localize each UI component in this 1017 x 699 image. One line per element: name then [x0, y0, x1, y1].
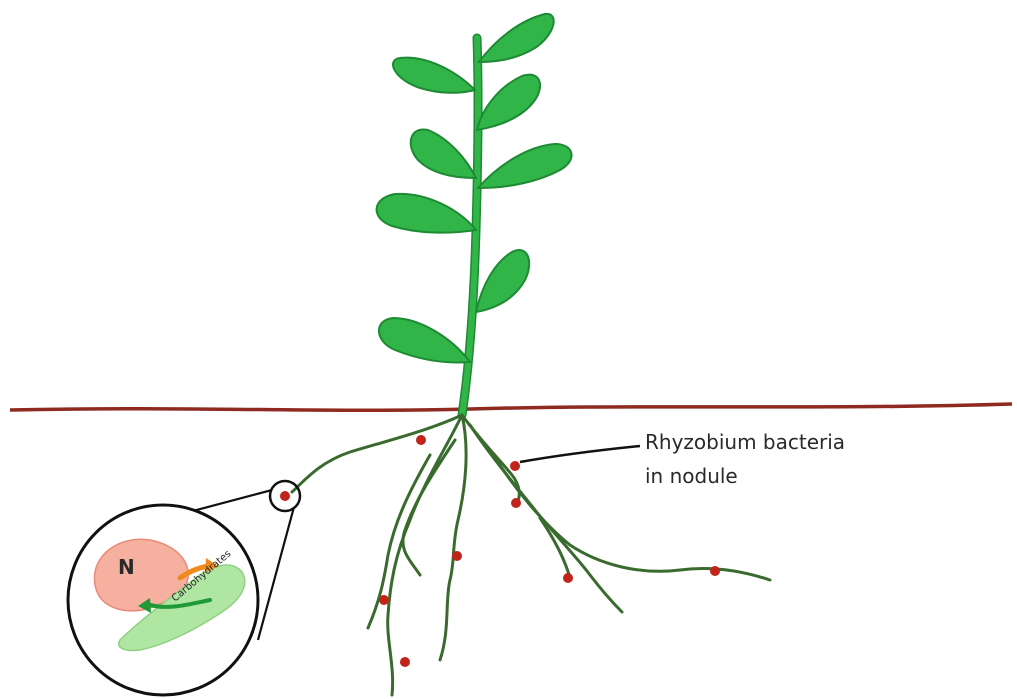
leaf-icon: [393, 58, 475, 93]
callout-label-line2: in nodule: [645, 464, 738, 488]
nodule-icon: [563, 573, 573, 583]
magnifier-connector-bottom: [258, 507, 294, 640]
root-branch-center-left: [388, 415, 462, 695]
leaf-icon: [411, 129, 476, 178]
nodule-icon: [280, 491, 290, 501]
callout-leader-line: [520, 446, 640, 462]
nodule-icon: [452, 551, 462, 561]
element-symbol-label: N: [118, 555, 135, 579]
leaf-icon: [479, 14, 554, 62]
nodule-icon: [510, 461, 520, 471]
nodule-icon: [379, 595, 389, 605]
root-branch-right-4: [540, 518, 570, 578]
nodule-icon: [416, 435, 426, 445]
leaf-icon: [478, 144, 572, 188]
nodule-icon: [511, 498, 521, 508]
leaf-icon: [476, 250, 529, 312]
plant-roots: [292, 415, 770, 695]
inset-zoom: N Carbohydrates: [68, 505, 258, 695]
nodule-icon: [400, 657, 410, 667]
root-branch-left: [292, 415, 462, 492]
nodule-icon: [710, 566, 720, 576]
leaf-icon: [477, 75, 540, 130]
root-branch-cross: [403, 440, 455, 575]
callout-label-line1: Rhyzobium bacteria: [645, 430, 845, 454]
root-branch-far-left: [368, 455, 430, 628]
soil-surface-line: [10, 404, 1012, 410]
leaf-icon: [379, 318, 470, 363]
leaf-icon: [377, 194, 476, 233]
